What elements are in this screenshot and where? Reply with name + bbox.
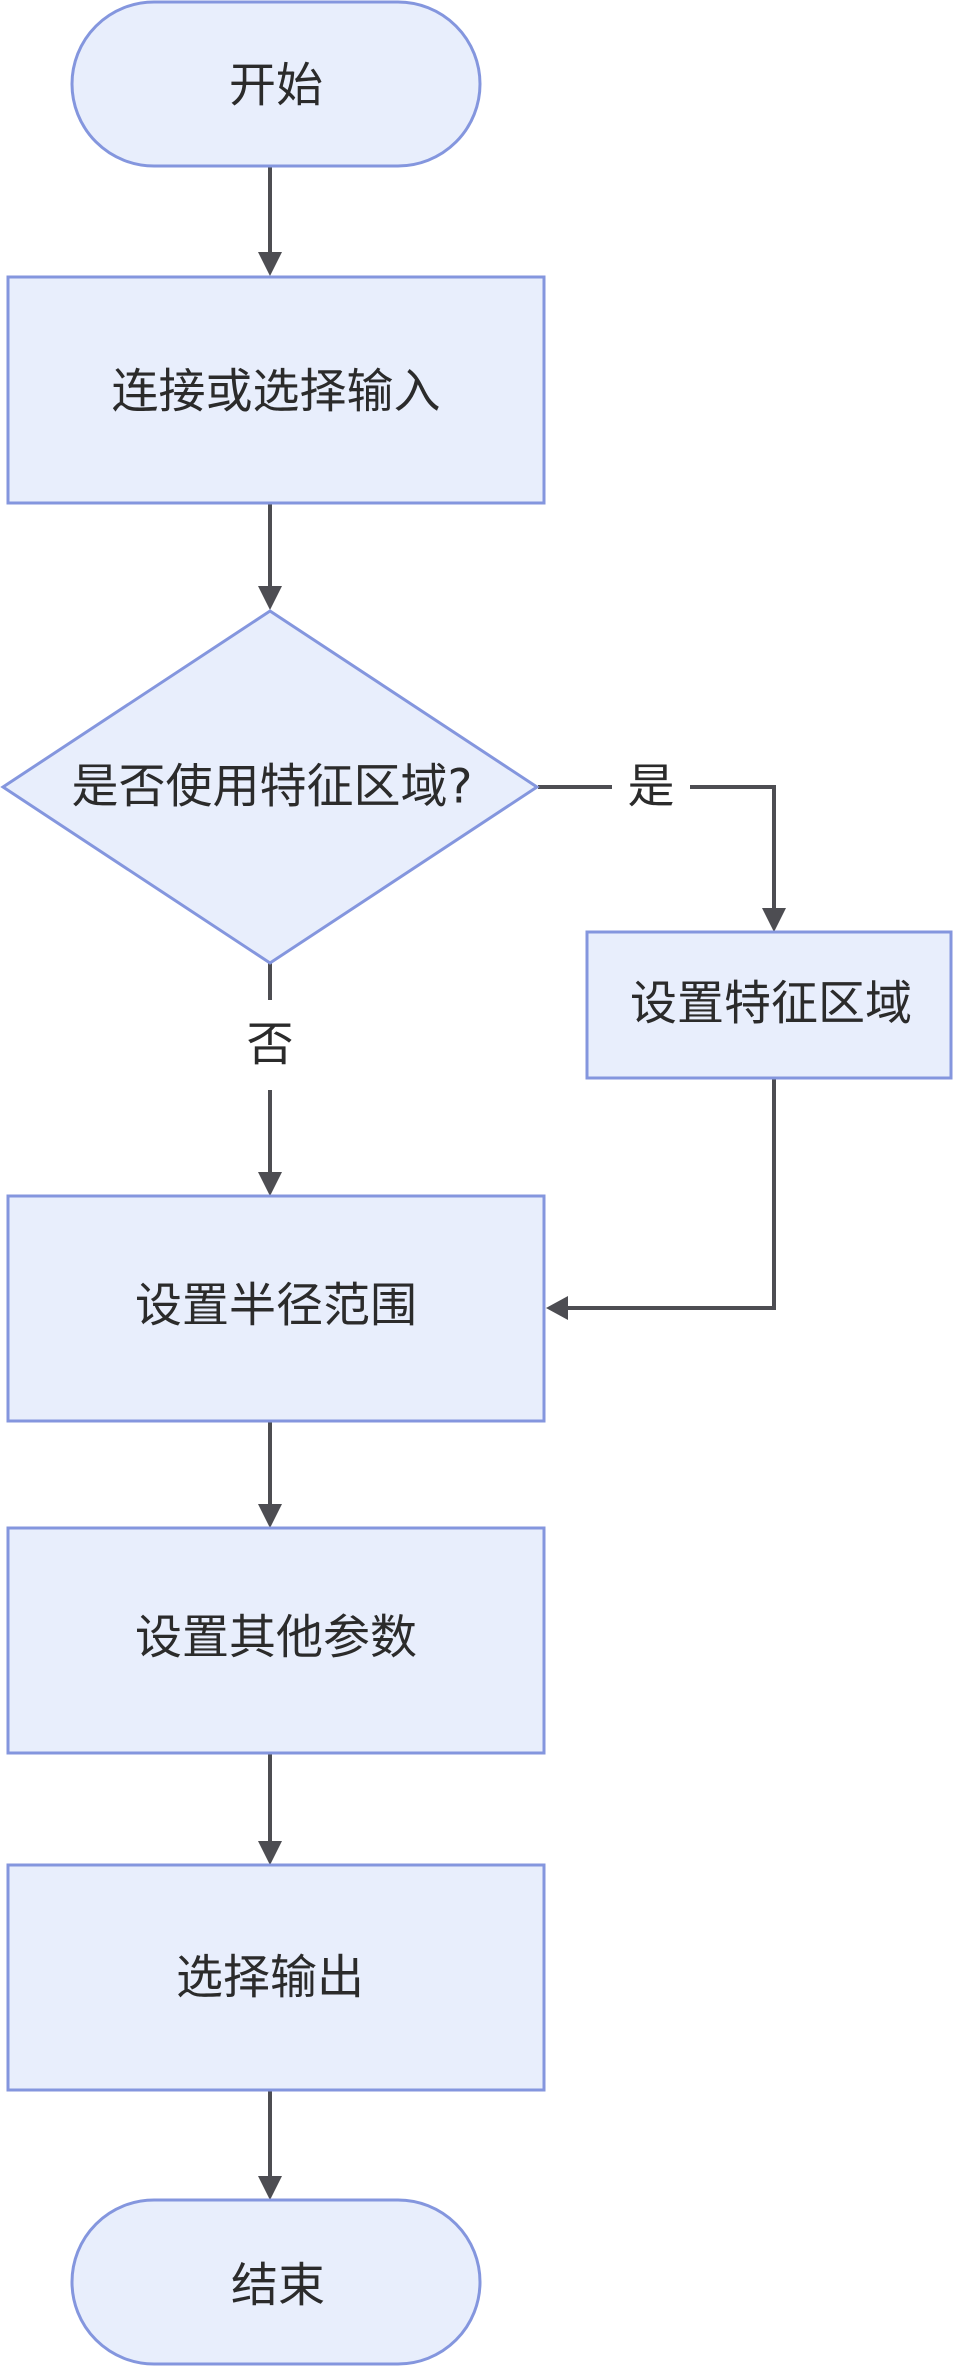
- arrowhead: [258, 586, 282, 610]
- decision-shape: [0, 609, 540, 965]
- process-shape: [6, 1863, 546, 2092]
- node-label: 选择输出: [176, 1951, 364, 2006]
- edge-output-to-end: [258, 2090, 282, 2200]
- edge-label-no: 否: [247, 1018, 294, 1073]
- edge-label-background: [236, 1000, 304, 1090]
- edge-radius-to-params: [258, 1421, 282, 1528]
- edge-decision-to-radius: 否: [236, 963, 304, 1196]
- arrowhead: [762, 908, 786, 932]
- edge-label-yes: 是: [628, 760, 675, 815]
- node-radius: 设置半径范围: [6, 1194, 546, 1423]
- node-params: 设置其他参数: [6, 1526, 546, 1755]
- node-label: 连接或选择输入: [112, 365, 441, 420]
- edge-decision-to-feature: 是: [538, 757, 786, 932]
- node-label: 设置特征区域: [630, 977, 912, 1032]
- terminal-shape: [70, 2198, 482, 2366]
- node-end: 结束: [70, 2198, 482, 2366]
- process-shape: [6, 275, 546, 505]
- node-feature: 设置特征区域: [585, 930, 953, 1080]
- process-shape: [6, 1194, 546, 1423]
- edge-input-to-decision: [258, 503, 282, 610]
- edge-feature-to-radius: [546, 1078, 776, 1320]
- node-decision: 是否使用特征区域?: [0, 609, 540, 965]
- edge-start-to-input: [258, 166, 282, 276]
- arrowhead: [258, 1172, 282, 1196]
- arrowhead: [258, 1504, 282, 1528]
- arrowhead: [258, 1841, 282, 1865]
- node-start: 开始: [70, 0, 482, 168]
- node-label: 结束: [231, 2259, 325, 2314]
- node-output: 选择输出: [6, 1863, 546, 2092]
- node-label: 设置半径范围: [135, 1279, 417, 1334]
- node-label: 是否使用特征区域?: [72, 760, 473, 815]
- arrowhead: [546, 1296, 568, 1320]
- edge-label-background: [612, 757, 690, 817]
- process-shape: [6, 1526, 546, 1755]
- edge-params-to-output: [258, 1753, 282, 1865]
- arrowhead: [258, 2176, 282, 2200]
- process-shape: [585, 930, 953, 1080]
- node-label: 设置其他参数: [135, 1611, 417, 1666]
- node-label: 开始: [229, 59, 323, 114]
- terminal-shape: [70, 0, 482, 168]
- node-input: 连接或选择输入: [6, 275, 546, 505]
- arrowhead: [258, 252, 282, 276]
